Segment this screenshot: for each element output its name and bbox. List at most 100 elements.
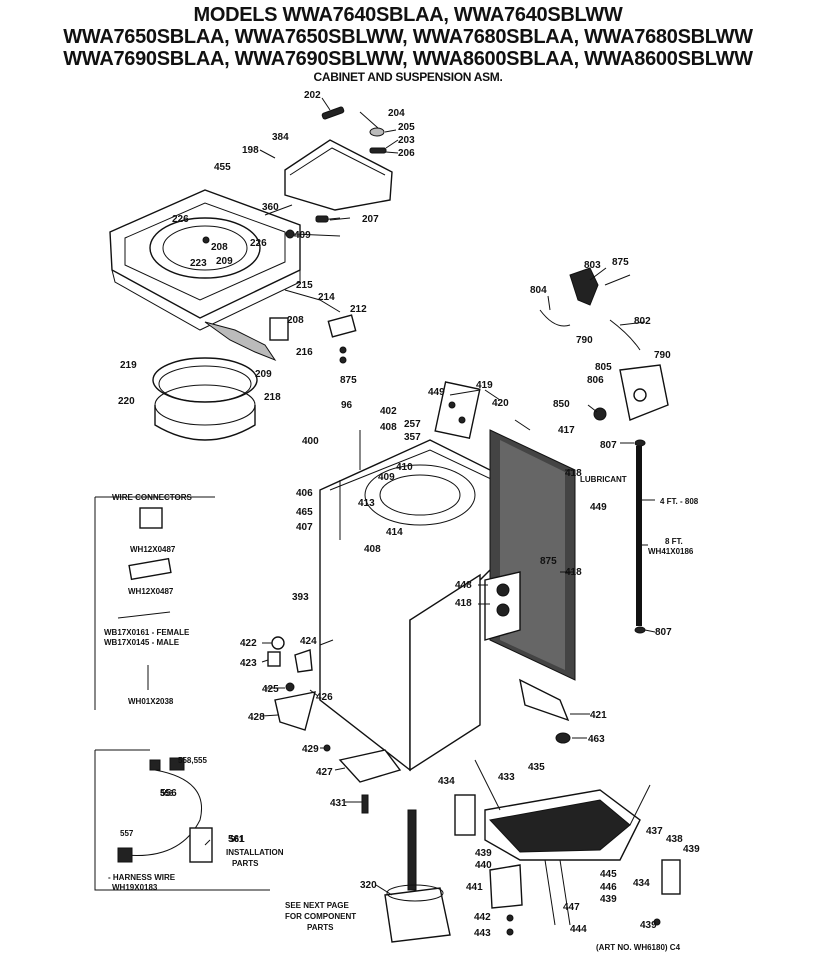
part-label: 198 — [242, 145, 259, 156]
part-label: 455 — [214, 162, 231, 173]
see-next-page-note: PARTS — [307, 923, 334, 932]
harness-label: 557 — [120, 829, 134, 838]
part-label: 208 — [211, 242, 228, 253]
part-label: 205 — [398, 122, 415, 133]
part-label: 807 — [600, 440, 617, 451]
wire-connectors-title: WIRE CONNECTORS — [112, 493, 193, 502]
part-label: 418 — [455, 598, 472, 609]
part-label: 206 — [398, 148, 415, 159]
part-label: 393 — [292, 592, 309, 603]
part-label: 202 — [304, 90, 321, 101]
part-label: 421 — [590, 710, 607, 721]
part-label: 442 — [474, 912, 491, 923]
part-label: 425 — [262, 684, 279, 695]
part-label: 418 — [565, 468, 582, 479]
part-label: 465 — [296, 507, 313, 518]
harness-label: WH19X0183 — [112, 883, 158, 892]
left-hardware — [267, 636, 402, 814]
part-label: 408 — [364, 544, 381, 555]
see-next-page-note: SEE NEXT PAGE — [285, 901, 350, 910]
wire-connectors-box — [94, 496, 215, 710]
part-label: 790 — [654, 350, 671, 361]
part-label: 216 — [296, 347, 313, 358]
part-label: 96 — [341, 400, 353, 411]
part-label: 431 — [330, 798, 347, 809]
part-label: 805 — [595, 362, 612, 373]
lid-assembly — [284, 106, 393, 223]
connector-label: WH12X0487 — [130, 545, 176, 554]
part-label: 406 — [296, 488, 313, 499]
part-label: 414 — [386, 527, 403, 538]
part-label: 410 — [396, 462, 413, 473]
bracket-parts — [269, 289, 357, 364]
harness-label: 561 — [230, 835, 244, 844]
connector-label: WH12X0487 — [128, 587, 174, 596]
part-label: 437 — [646, 826, 663, 837]
part-label: 208 — [287, 315, 304, 326]
part-label: 875 — [612, 257, 629, 268]
part-label: 219 — [120, 360, 137, 371]
part-label: 807 — [655, 627, 672, 638]
part-label: 445 — [600, 869, 617, 880]
part-label: 433 — [498, 772, 515, 783]
part-label: 426 — [316, 692, 333, 703]
part-label: 438 — [666, 834, 683, 845]
part-label: 803 — [584, 260, 601, 271]
harness-label: 556 — [160, 789, 174, 798]
part-label: 802 — [634, 316, 651, 327]
title-line-1: MODELS WWA7640SBLAA, WWA7640SBLWW — [193, 4, 623, 26]
part-label: 417 — [558, 425, 575, 436]
back-panel — [434, 381, 576, 681]
part-label: 204 — [388, 108, 405, 119]
part-label: 463 — [588, 734, 605, 745]
part-label: 226 — [250, 238, 267, 249]
part-label: 220 — [118, 396, 135, 407]
part-label: 218 — [264, 392, 281, 403]
part-label: 439 — [683, 844, 700, 855]
part-label: 212 — [350, 304, 367, 315]
part-label: 226 — [172, 214, 189, 225]
part-label: 214 — [318, 292, 335, 303]
connector-label: WH01X2038 — [128, 697, 174, 706]
part-label: 429 — [302, 744, 319, 755]
part-label: 434 — [633, 878, 650, 889]
top-cover — [109, 189, 301, 331]
part-label: 419 — [476, 380, 493, 391]
part-label: 439 — [640, 920, 657, 931]
cabinet — [319, 430, 521, 772]
title-line-2: WWA7650SBLAA, WWA7650SBLWW, WWA7680SBLAA… — [63, 26, 753, 48]
diagram-notes: WIRE CONNECTORS WH12X0487 WH12X0487 WB17… — [104, 475, 699, 952]
part-label: 446 — [600, 882, 617, 893]
leader-lines — [204, 97, 656, 896]
part-label: 439 — [475, 848, 492, 859]
part-label: 440 — [475, 860, 492, 871]
part-label: 423 — [240, 658, 257, 669]
part-label: 427 — [316, 767, 333, 778]
art-number: (ART NO. WH6180) C4 — [596, 943, 681, 952]
transmission — [384, 809, 451, 943]
suspension-assembly — [454, 759, 681, 936]
part-label: 408 — [380, 422, 397, 433]
part-label: 209 — [216, 256, 233, 267]
part-label: 790 — [576, 335, 593, 346]
harness-label: INSTALLATION — [226, 848, 284, 857]
part-label: 875 — [340, 375, 357, 386]
part-label: 402 — [380, 406, 397, 417]
part-label: 556 — [160, 788, 177, 799]
part-label: 434 — [438, 776, 455, 787]
harness-label: 558,555 — [178, 756, 207, 765]
part-label: 422 — [240, 638, 257, 649]
part-label: 448 — [455, 580, 472, 591]
part-label: 215 — [296, 280, 313, 291]
harness-label: PARTS — [232, 859, 259, 868]
part-label: 806 — [587, 375, 604, 386]
connector-label: WB17X0161 - FEMALE — [104, 628, 190, 637]
hose-8ft-part: WH41X0186 — [648, 547, 694, 556]
part-label: 418 — [565, 567, 582, 578]
part-label: 409 — [378, 472, 395, 483]
connector-label: WB17X0145 - MALE — [104, 638, 180, 647]
part-label: 444 — [570, 924, 587, 935]
part-label: 320 — [360, 880, 377, 891]
part-label: 875 — [540, 556, 557, 567]
